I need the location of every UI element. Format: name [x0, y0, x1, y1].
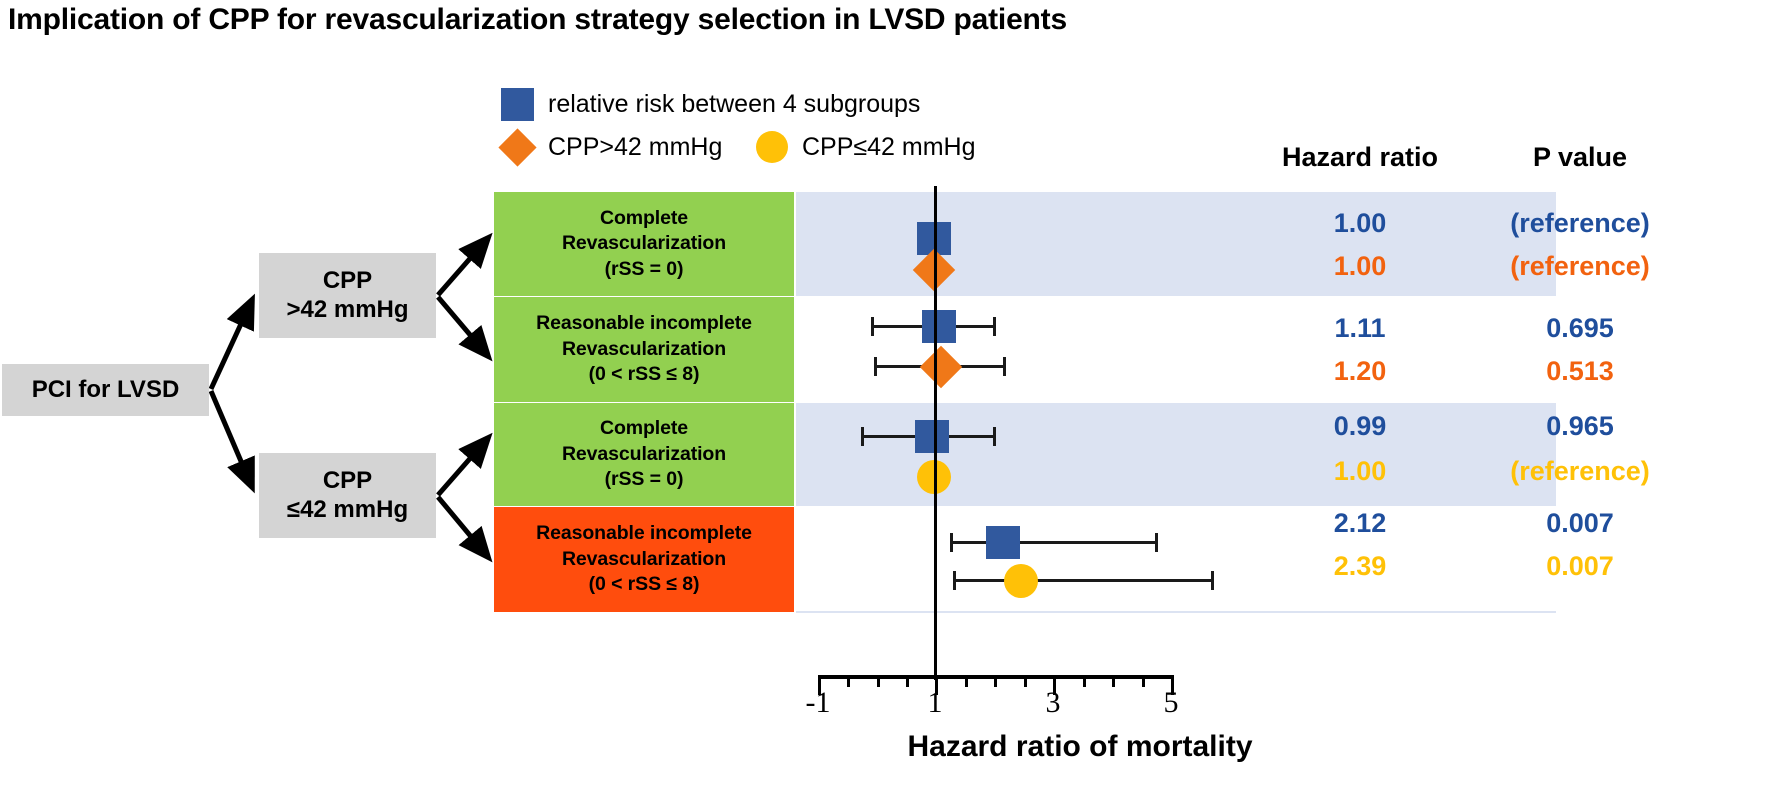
hazard-ratio-value-4: 1.20: [1333, 356, 1387, 386]
ci-cap-left-row2-square: [871, 317, 874, 336]
strategy-box-4-line1: Reasonable incomplete: [536, 522, 752, 545]
axis-tick-minor-7: [1083, 675, 1086, 687]
ci-cap-right-row3-square: [993, 427, 996, 446]
flow-box-cpp-low-line2: ≤42 mmHg: [286, 495, 409, 523]
blue-square-icon: [501, 88, 534, 121]
strategy-box-3-line3: (rSS = 0): [604, 468, 684, 491]
legend-item-relative-risk: relative risk between 4 subgroups: [501, 88, 920, 121]
ci-cap-left-row4-square: [950, 533, 953, 552]
ci-cap-left-row2-diamond: [874, 357, 877, 376]
p-value-3: 0.695: [1546, 313, 1614, 343]
reference-line: [934, 186, 937, 680]
p-value-2: (reference): [1510, 251, 1650, 281]
ci-cap-left-row4-circle: [953, 571, 956, 590]
hazard-ratio-value-3: 1.11: [1334, 313, 1386, 343]
strategy-box-2-line3: (0 < rSS ≤ 8): [588, 363, 700, 386]
axis-tick-minor-3: [906, 675, 909, 687]
axis-tick-minor-9: [1142, 675, 1145, 687]
legend-label-relative-risk: relative risk between 4 subgroups: [548, 90, 921, 118]
ci-line-row4-circle: [953, 579, 1214, 582]
axis-tick-minor-2: [877, 675, 880, 687]
axis-tick-minor-8: [1112, 675, 1115, 687]
p-value-1: (reference): [1510, 208, 1650, 238]
axis-tick-minor-1: [847, 675, 850, 687]
marker-circle-row4: [1004, 564, 1038, 598]
axis-tick-label-1: 1: [927, 686, 943, 719]
strategy-box-2: Reasonable incomplete Revascularization …: [494, 297, 794, 402]
strategy-box-1-line3: (rSS = 0): [604, 257, 684, 280]
strategy-box-3-line2: Revascularization: [561, 442, 727, 465]
axis-tick-major-3: [1171, 675, 1174, 695]
p-value-7: 0.007: [1546, 508, 1614, 538]
ci-cap-right-row4-square: [1155, 533, 1158, 552]
axis-title: Hazard ratio of mortality: [907, 730, 1253, 763]
strategy-box-2-line1: Reasonable incomplete: [536, 312, 752, 335]
strategy-box-3: Complete Revascularization (rSS = 0): [494, 403, 794, 506]
x-axis: [818, 675, 1178, 697]
hazard-ratio-value-6: 1.00: [1333, 456, 1387, 486]
marker-square-row4: [986, 526, 1020, 559]
strategy-box-1: Complete Revascularization (rSS = 0): [494, 192, 794, 296]
axis-tick-label-0: -1: [805, 686, 831, 719]
strategy-box-4: Reasonable incomplete Revascularization …: [494, 507, 794, 612]
strategy-box-3-line1: Complete: [599, 417, 689, 440]
legend-label-cpp-low: CPP≤42 mmHg: [802, 132, 976, 161]
axis-tick-label-2: 3: [1045, 686, 1061, 719]
axis-tick-label-3: 5: [1163, 686, 1179, 719]
flow-box-cpp-low: CPP ≤42 mmHg: [259, 453, 436, 538]
column-header-hazard-ratio: Hazard ratio: [1281, 142, 1439, 172]
p-value-8: 0.007: [1546, 551, 1614, 581]
axis-tick-minor-6: [1024, 675, 1027, 687]
p-value-4: 0.513: [1546, 356, 1614, 386]
hazard-ratio-value-2: 1.00: [1333, 251, 1387, 281]
hazard-ratio-value-7: 2.12: [1333, 508, 1387, 538]
legend-item-cpp-high: CPP>42 mmHg: [498, 128, 723, 167]
strategy-box-4-line3: (0 < rSS ≤ 8): [588, 573, 700, 596]
flow-box-cpp-high: CPP >42 mmHg: [259, 253, 436, 338]
marker-square-row2: [922, 310, 956, 343]
legend-label-cpp-high: CPP>42 mmHg: [548, 133, 723, 161]
p-value-5: 0.965: [1546, 411, 1614, 441]
column-header-p-value: P value: [1532, 142, 1628, 172]
ci-cap-right-row2-diamond: [1003, 357, 1006, 376]
flow-box-cpp-high-line2: >42 mmHg: [286, 295, 409, 323]
axis-tick-minor-4: [965, 675, 968, 687]
strategy-box-4-line2: Revascularization: [561, 547, 727, 570]
ci-cap-right-row4-circle: [1211, 571, 1214, 590]
hazard-ratio-value-8: 2.39: [1333, 551, 1387, 581]
axis-tick-minor-5: [994, 675, 997, 687]
ci-cap-right-row2-square: [993, 317, 996, 336]
axis-tick-major-2: [1053, 675, 1056, 695]
page-title: Implication of CPP for revascularization…: [8, 3, 1067, 36]
flow-box-cpp-low-line1: CPP: [322, 467, 373, 495]
legend-item-cpp-low: CPP≤42 mmHg: [756, 131, 976, 163]
flow-box-pci: PCI for LVSD: [2, 364, 209, 416]
forest-plot-panel: [796, 192, 1556, 613]
axis-tick-major-0: [818, 675, 821, 695]
hazard-ratio-value-5: 0.99: [1333, 411, 1387, 441]
strategy-box-2-line2: Revascularization: [561, 337, 727, 360]
p-value-6: (reference): [1510, 456, 1650, 486]
marker-square-row3: [915, 420, 949, 453]
strategy-box-1-line2: Revascularization: [561, 232, 727, 255]
orange-diamond-icon: [498, 128, 537, 167]
yellow-circle-icon: [756, 131, 788, 163]
panel-bottom-border: [796, 611, 1556, 613]
hazard-ratio-value-1: 1.00: [1333, 208, 1387, 238]
flow-box-cpp-high-line1: CPP: [322, 267, 373, 295]
marker-diamond-row2: [919, 345, 963, 389]
ci-cap-left-row3-square: [861, 427, 864, 446]
strategy-box-1-line1: Complete: [599, 206, 689, 229]
axis-tick-major-1: [935, 675, 938, 695]
ci-line-row4-square: [950, 541, 1158, 544]
